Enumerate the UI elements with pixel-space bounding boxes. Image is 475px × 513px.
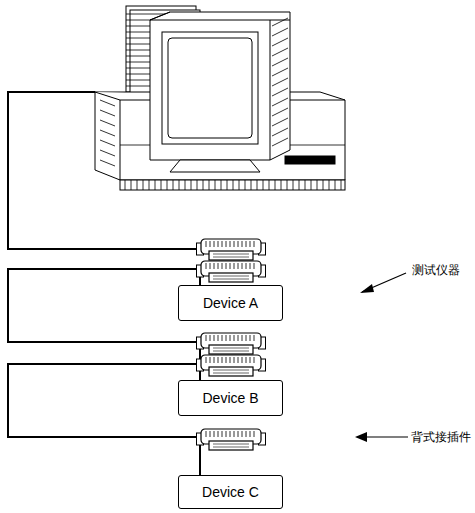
computer — [95, 6, 345, 190]
device-box: Device C — [178, 475, 283, 509]
connector — [197, 239, 266, 260]
connector — [197, 355, 266, 376]
device-name: Device C — [202, 484, 259, 500]
connector — [197, 333, 266, 354]
connector — [197, 429, 266, 450]
connector — [197, 261, 266, 282]
callout-label: 测试仪器 — [412, 262, 460, 279]
arrowhead — [355, 432, 367, 442]
device-box: Device B — [178, 380, 283, 416]
device-box: Device A — [178, 285, 283, 321]
leader-line — [362, 436, 408, 437]
cable — [8, 364, 200, 475]
callout-label: 背式接插件 — [411, 429, 471, 446]
device-name: Device A — [203, 295, 258, 311]
cable — [8, 92, 197, 249]
arrowhead — [360, 284, 374, 293]
device-name: Device B — [202, 390, 258, 406]
